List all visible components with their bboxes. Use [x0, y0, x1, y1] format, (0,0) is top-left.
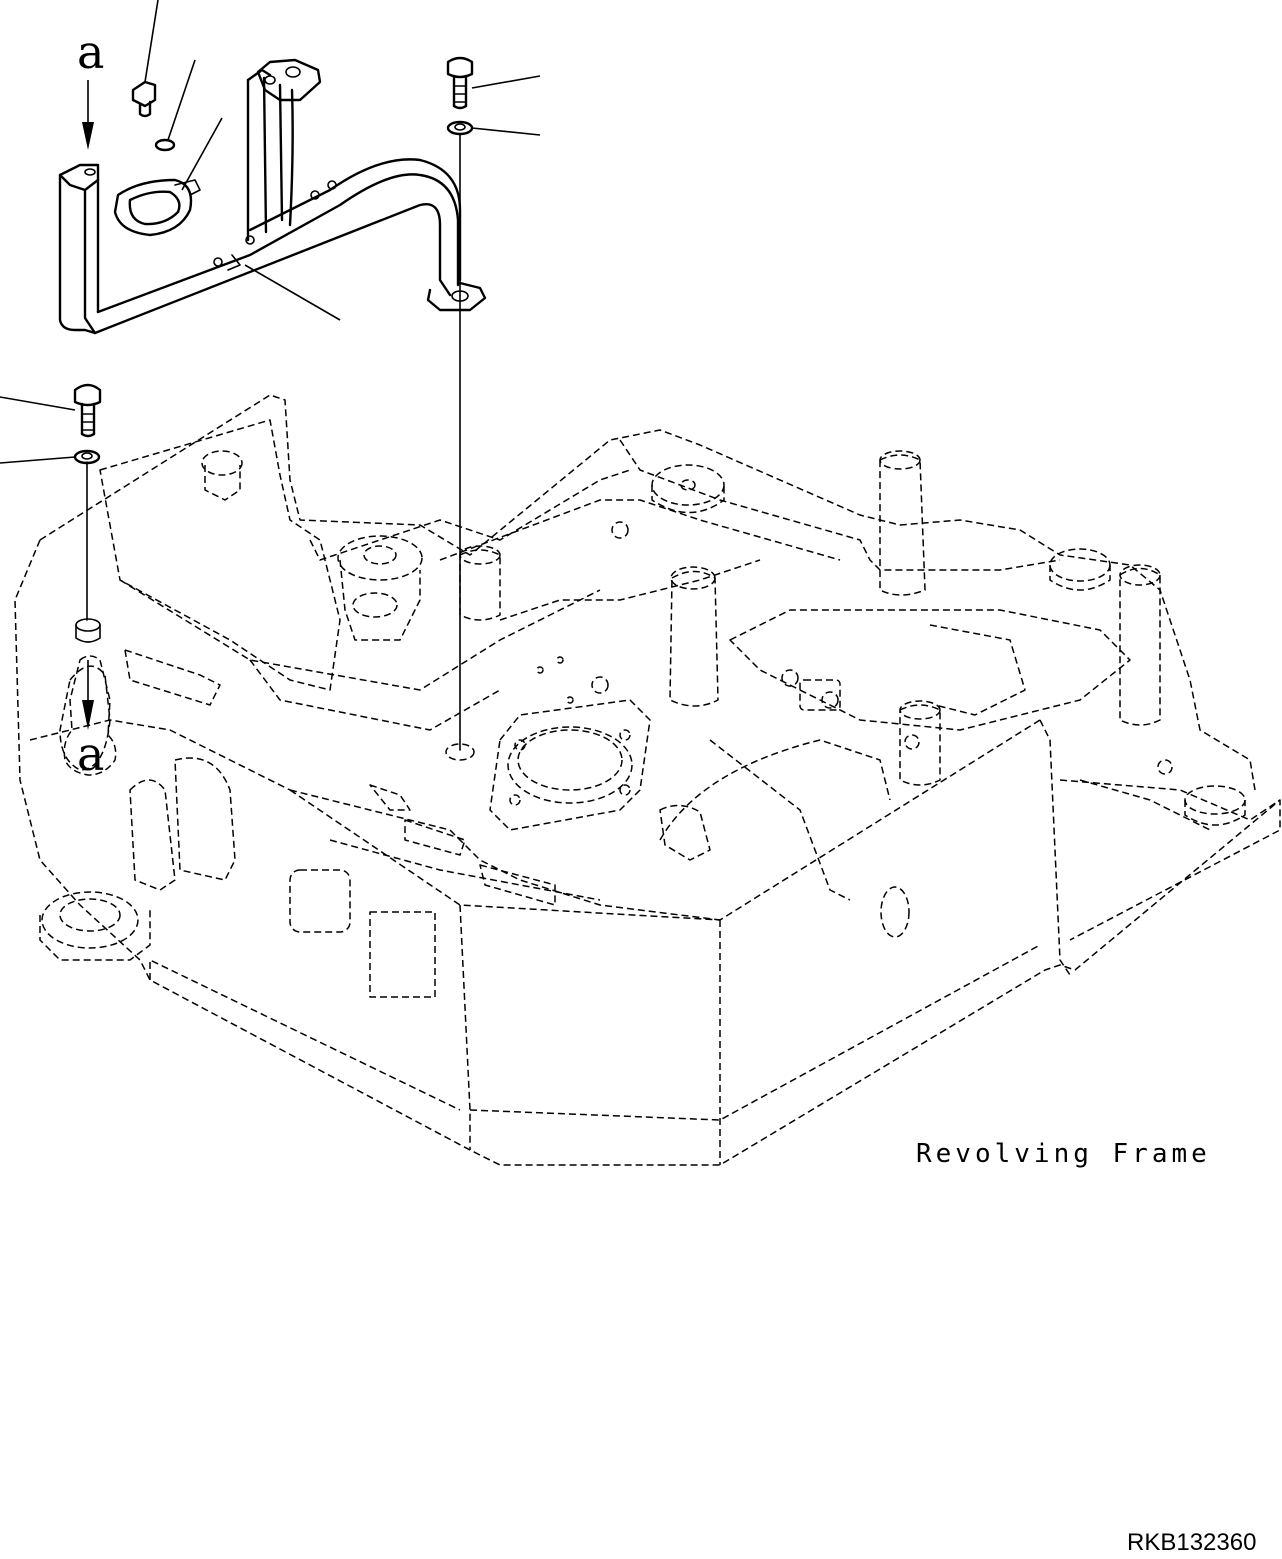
ref-letter-bottom: a — [77, 727, 104, 781]
bolt-top-right — [446, 56, 474, 110]
bolt-left — [73, 383, 102, 438]
ref-letter-top: a — [77, 25, 104, 79]
reference-arrow-bottom: a — [63, 655, 117, 781]
revolving-frame — [14, 394, 1281, 1166]
washer-top-right — [446, 120, 474, 136]
bolt-top-small — [131, 80, 157, 118]
reference-arrow-top: a — [77, 25, 104, 150]
leader-lines — [0, 0, 541, 751]
washer-top-small — [154, 138, 176, 152]
spacer-collar — [75, 618, 101, 643]
drawing-number: RKB132360 — [1127, 1529, 1256, 1556]
revolving-frame-label: Revolving Frame — [916, 1139, 1211, 1169]
bracket-assembly — [58, 58, 487, 335]
